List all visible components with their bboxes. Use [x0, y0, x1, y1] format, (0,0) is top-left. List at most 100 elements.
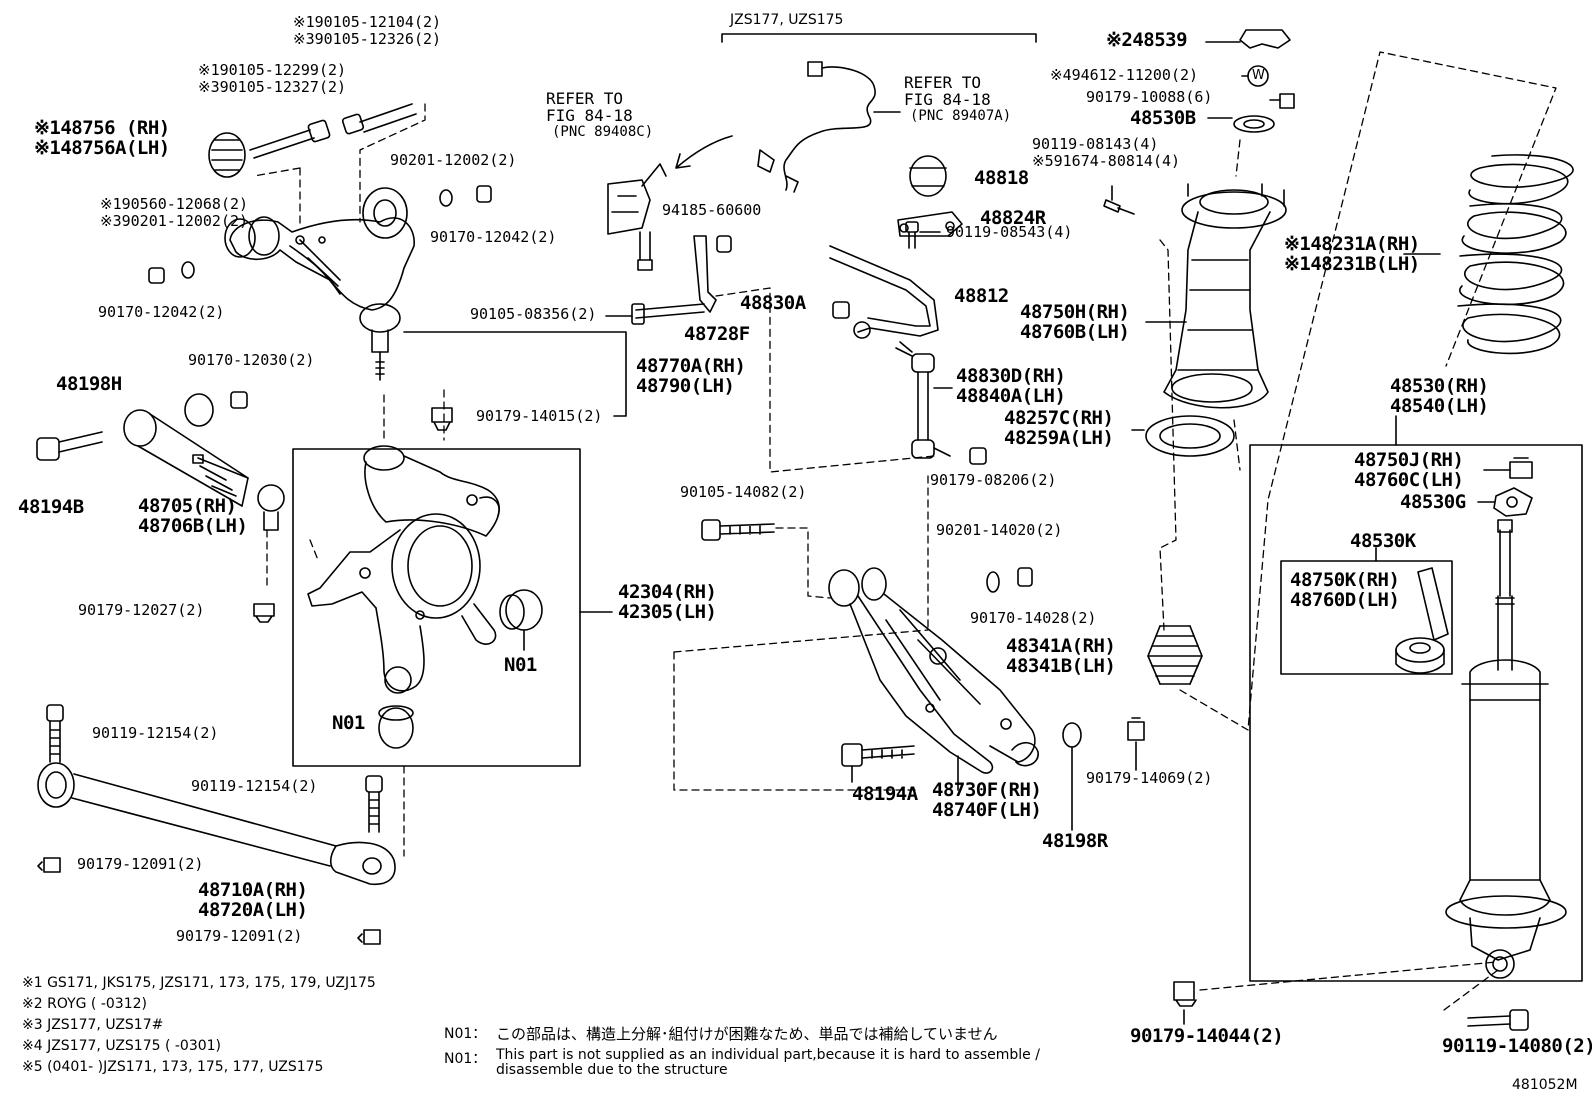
- steering-knuckle-42304: [307, 445, 500, 694]
- part-label-p46[interactable]: ※494612-11200(2): [1050, 67, 1198, 84]
- part-number-line: ※148756A(LH): [34, 137, 170, 159]
- part-label-p33[interactable]: 90105-14082(2): [680, 484, 806, 501]
- part-label-p20[interactable]: 42304(RH)42305(LH): [618, 582, 717, 623]
- part-label-p08[interactable]: 90170-12030(2): [188, 352, 314, 369]
- part-label-p24[interactable]: 90105-08356(2): [470, 306, 596, 323]
- n01-note-ja-text: この部品は、構造上分解･組付けが困難なため、単品では補給していません: [496, 1025, 998, 1043]
- reference-right[interactable]: REFER TO FIG 84-18 (PNC 89407A): [904, 74, 1011, 125]
- part-label-p22[interactable]: N01: [332, 713, 365, 733]
- part-number-line: 90119-12154(2): [191, 777, 318, 795]
- part-label-p27[interactable]: 48812: [954, 286, 1009, 306]
- part-number-line: 42305(LH): [618, 601, 717, 623]
- part-label-p42[interactable]: 48750H(RH)48760B(LH): [1020, 302, 1130, 342]
- part-label-p15[interactable]: 90179-12091(2): [77, 856, 203, 873]
- part-label-p13[interactable]: 90119-12154(2): [92, 725, 218, 742]
- part-number-line: 48740F(LH): [932, 799, 1042, 821]
- part-label-p49[interactable]: 48530(RH)48540(LH): [1390, 376, 1489, 416]
- part-number-line: 90170-14028(2): [970, 609, 1097, 627]
- part-label-p06[interactable]: 90170-12042(2): [430, 229, 556, 246]
- part-label-p52[interactable]: 48530K: [1350, 531, 1416, 551]
- part-number-line: 90179-12091(2): [77, 855, 204, 873]
- part-label-p47[interactable]: ※248539: [1106, 30, 1188, 50]
- upper-control-arm: [224, 187, 415, 381]
- part-label-p16[interactable]: 48710A(RH)48720A(LH): [198, 880, 308, 920]
- part-label-p03[interactable]: ※148756 (RH)※148756A(LH): [34, 118, 170, 158]
- part-label-p31[interactable]: 48830D(RH)48840A(LH): [956, 366, 1066, 407]
- part-label-p25[interactable]: 48728F: [684, 324, 750, 344]
- bump-stop-48341a: [1147, 625, 1203, 685]
- bolt-90119-12154-left: [46, 704, 64, 763]
- part-label-p11[interactable]: 48705(RH)48706B(LH): [138, 496, 248, 536]
- part-number-line: 90170-12042(2): [98, 303, 225, 321]
- part-label-p32[interactable]: 90179-08206(2): [930, 472, 1056, 489]
- part-number-line: ※591674-80814(4): [1032, 152, 1181, 170]
- bushing-n01-right: [499, 589, 543, 631]
- part-number-line: 90179-08206(2): [930, 471, 1057, 489]
- part-label-p36[interactable]: 48194A: [852, 784, 918, 804]
- bolt-90105-08356: [631, 303, 705, 325]
- part-label-p01[interactable]: ※190105-12104(2)※390105-12326(2): [293, 14, 441, 48]
- part-label-p05[interactable]: ※190560-12068(2)※390201-12002(2): [100, 196, 248, 230]
- part-label-p19[interactable]: 90179-14015(2): [476, 408, 602, 425]
- part-label-p37[interactable]: 48730F(RH)48740F(LH): [932, 780, 1042, 821]
- upper-arm-bolt-1: [341, 103, 417, 135]
- part-number-line: ※390105-12327(2): [198, 78, 347, 96]
- part-label-p07[interactable]: 90170-12042(2): [98, 304, 224, 321]
- part-number-line: 48194A: [852, 783, 918, 805]
- nut-90179-08206: [969, 447, 987, 465]
- part-number-line: 90201-12002(2): [390, 151, 517, 169]
- part-label-p35[interactable]: 90170-14028(2): [970, 610, 1096, 627]
- part-number-line: 48790(LH): [636, 375, 735, 397]
- part-label-p26[interactable]: 48830A: [740, 293, 806, 313]
- part-label-p50[interactable]: 48750J(RH)48760C(LH): [1354, 450, 1464, 490]
- part-label-p53[interactable]: 48750K(RH)48760D(LH): [1290, 570, 1400, 611]
- leader-48770: [403, 331, 627, 417]
- part-number-line: ※148231A(RH): [1284, 233, 1420, 255]
- bolt-48194b: [36, 431, 103, 461]
- part-label-p28[interactable]: 48818: [974, 168, 1029, 188]
- part-number-line: 90179-10088(6): [1086, 88, 1213, 106]
- part-label-p51[interactable]: 48530G: [1400, 492, 1466, 512]
- part-label-p14[interactable]: 90119-12154(2): [191, 778, 317, 795]
- part-number-line: 48812: [954, 285, 1009, 307]
- part-label-p04[interactable]: 90201-12002(2): [390, 152, 516, 169]
- part-label-p44[interactable]: 48530B: [1130, 108, 1196, 128]
- part-number-line: 90119-08543(4): [946, 223, 1073, 241]
- part-label-p02[interactable]: ※190105-12299(2)※390105-12327(2): [198, 62, 346, 96]
- part-number-line: 48530G: [1400, 491, 1466, 513]
- reference-left[interactable]: REFER TO FIG 84-18 (PNC 89408C): [546, 90, 653, 141]
- reference-right-line2: FIG 84-18: [904, 90, 991, 109]
- insulator-48257c: [1145, 415, 1235, 457]
- part-label-p45[interactable]: 90179-10088(6): [1086, 89, 1212, 106]
- cap-48539: [1239, 29, 1291, 49]
- part-label-p34[interactable]: 90201-14020(2): [936, 522, 1062, 539]
- part-label-p38[interactable]: 48198R: [1042, 831, 1108, 851]
- part-number-line: 48760D(LH): [1290, 589, 1400, 611]
- part-label-p40[interactable]: 48341A(RH)48341B(LH): [1006, 636, 1116, 676]
- part-label-p29[interactable]: 48824R: [980, 208, 1046, 228]
- nut-90170-upper: [476, 185, 492, 203]
- part-label-p48[interactable]: ※148231A(RH)※148231B(LH): [1284, 234, 1420, 274]
- part-label-p23[interactable]: 94185-60600: [662, 202, 761, 219]
- reference-right-line1: REFER TO: [904, 73, 982, 92]
- part-number-line: ※190105-12104(2): [293, 13, 442, 31]
- part-label-p10[interactable]: 48194B: [18, 497, 84, 517]
- shock-absorber: [1445, 519, 1567, 979]
- nut-90179-14044: [1173, 981, 1197, 1007]
- part-label-p09[interactable]: 48198H: [56, 374, 122, 394]
- n01-note-en-text: This part is not supplied as an individu…: [496, 1047, 1040, 1063]
- part-label-p54[interactable]: 90179-14044(2): [1130, 1026, 1284, 1046]
- part-label-p12[interactable]: 90179-12027(2): [78, 602, 204, 619]
- part-label-p39[interactable]: 90179-14069(2): [1086, 770, 1212, 787]
- part-label-p21[interactable]: N01: [504, 655, 537, 675]
- part-label-p18[interactable]: 48770A(RH)48790(LH): [636, 356, 746, 397]
- part-label-p30[interactable]: 90119-08543(4): [946, 224, 1072, 241]
- nut-48750j: [1509, 457, 1533, 479]
- part-number-line: 48840A(LH): [956, 385, 1066, 407]
- part-label-p55[interactable]: 90119-14080(2): [1442, 1036, 1592, 1056]
- part-label-p41[interactable]: 48257C(RH)48259A(LH): [1004, 408, 1114, 448]
- part-label-p43[interactable]: 90119-08143(4)※591674-80814(4): [1032, 136, 1180, 170]
- bracket-48824r: [897, 211, 963, 237]
- part-label-p17[interactable]: 90179-12091(2): [176, 928, 302, 945]
- stabilizer-link-48830d: [895, 341, 951, 459]
